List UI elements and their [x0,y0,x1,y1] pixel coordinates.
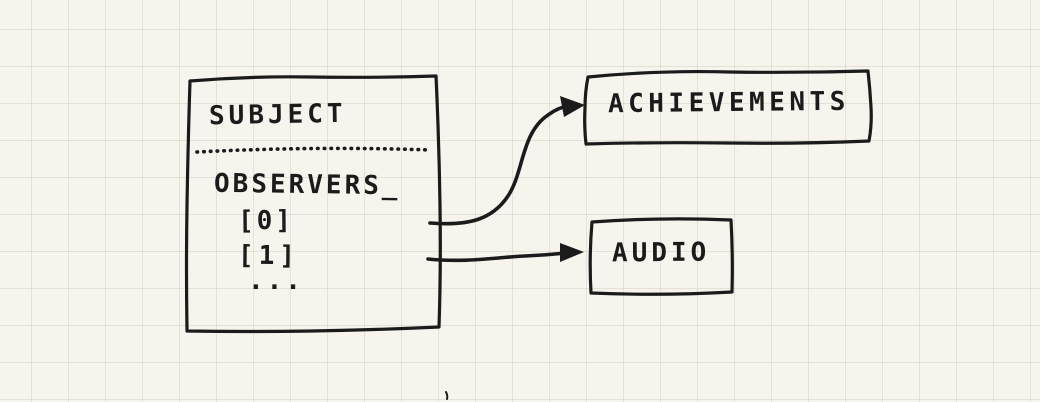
stray-pen-mark [445,391,449,400]
arrow-to-audio [426,251,568,263]
arrowhead-to-audio [560,243,584,262]
subject-box-outline [184,74,442,334]
subject-title: SUBJECT [208,98,347,132]
achievements-label: ACHIEVEMENTS [607,86,850,120]
observers-label: OBSERVERS_ [213,168,401,202]
audio-box-outline [588,217,734,296]
observer-ellipsis: ... [248,266,304,296]
arrowhead-to-achievements [560,96,585,117]
arrow-to-achievements [428,104,570,226]
achievements-box-outline [583,69,873,146]
observer-item-0: [0] [237,205,295,237]
subject-separator-dotted-line [195,146,433,154]
audio-label: AUDIO [611,237,711,269]
